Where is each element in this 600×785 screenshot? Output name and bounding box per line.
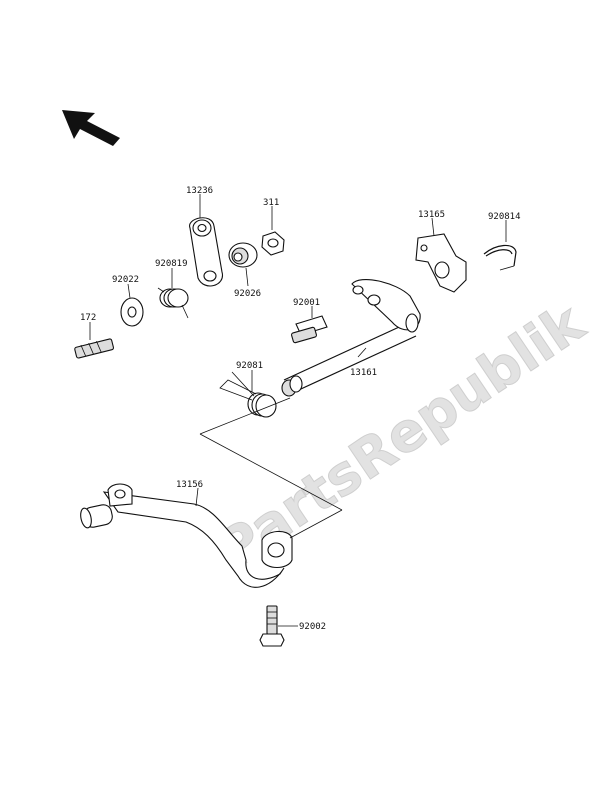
part-shaft-13161[interactable] — [281, 279, 421, 397]
part-label-172: 172 — [80, 313, 96, 323]
part-nut-311[interactable] — [261, 231, 285, 256]
assembly-reference-lines — [199, 397, 343, 539]
part-label-92001: 92001 — [293, 298, 320, 308]
part-stud-172[interactable] — [74, 338, 115, 359]
part-bolt-92001[interactable] — [291, 315, 328, 344]
part-clip-920814[interactable] — [483, 244, 517, 271]
part-label-920819: 920819 — [155, 259, 188, 269]
part-label-92002: 92002 — [299, 622, 326, 632]
part-washer-92022[interactable] — [120, 297, 144, 327]
part-lever-13236[interactable] — [189, 217, 223, 287]
part-label-13236: 13236 — [186, 186, 213, 196]
part-plate-13165[interactable] — [415, 233, 467, 293]
part-label-13165: 13165 — [418, 210, 445, 220]
part-label-92081: 92081 — [236, 361, 263, 371]
part-label-92026: 92026 — [234, 289, 261, 299]
arrow-up-left-icon — [62, 110, 120, 146]
part-bolt-92002[interactable] — [259, 605, 285, 647]
part-pedal-13156[interactable] — [79, 483, 293, 588]
part-collar-92026[interactable] — [228, 242, 258, 268]
part-label-92022: 92022 — [112, 275, 139, 285]
part-label-920814: 920814 — [488, 212, 521, 222]
part-label-311: 311 — [263, 198, 279, 208]
part-label-13161: 13161 — [350, 368, 377, 378]
part-label-13156: 13156 — [176, 480, 203, 490]
part-spring-92081[interactable] — [219, 371, 277, 418]
part-spring-920819[interactable] — [157, 287, 189, 319]
